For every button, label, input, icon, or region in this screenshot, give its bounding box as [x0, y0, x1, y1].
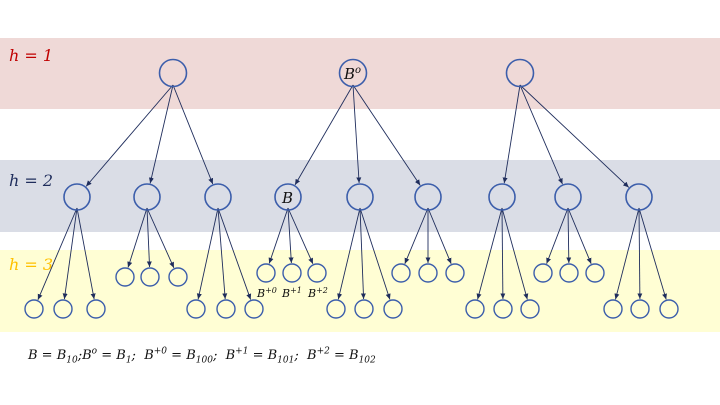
node-h3	[186, 299, 206, 319]
node-b10-child	[256, 263, 276, 283]
edge-h1-h2	[294, 84, 354, 186]
node-h1	[505, 58, 535, 88]
edge-h2-h3	[359, 207, 391, 300]
node-h3	[630, 299, 650, 319]
node-h2	[554, 183, 582, 211]
label-child-2: B+2	[307, 286, 328, 300]
node-b1	[338, 58, 368, 88]
edge-h2-h3	[146, 207, 175, 269]
node-h3	[383, 299, 403, 319]
edge-h2-h3	[638, 207, 667, 300]
edge-h2-h3	[567, 207, 592, 264]
node-h3	[24, 299, 44, 319]
node-h3	[115, 267, 135, 287]
edge-h2-h3	[500, 207, 506, 300]
node-h1	[158, 58, 188, 88]
tree-nodes	[24, 58, 679, 319]
label-b10: B	[281, 189, 293, 207]
band-h2	[0, 160, 720, 232]
node-h3	[53, 299, 73, 319]
edge-h2-h3	[546, 207, 569, 264]
band-h1	[0, 38, 720, 109]
legend-entry: B+1 = B101	[225, 347, 295, 366]
node-labels: BoB B+0 B+1 B+2	[256, 65, 361, 300]
tree-edges	[37, 84, 667, 300]
edge-h1-h2	[502, 84, 521, 184]
legend-entry: B = B10	[28, 348, 78, 366]
band-h3	[0, 250, 720, 332]
node-h3	[86, 299, 106, 319]
edge-h2-h3	[196, 207, 219, 300]
edge-h2-h3	[76, 207, 96, 300]
level-label-h3: h = 3	[9, 255, 54, 274]
edge-h1-h2	[519, 84, 630, 188]
edge-h2-h3	[268, 207, 289, 264]
node-h3	[465, 299, 485, 319]
level-label-h1: h = 1	[9, 46, 54, 65]
edge-h2-h3	[37, 207, 78, 300]
edge-h2-h3	[146, 207, 152, 268]
edge-h2-h3	[359, 207, 366, 300]
node-h3	[520, 299, 540, 319]
node-h3	[559, 263, 579, 283]
node-h2	[63, 183, 91, 211]
node-h3	[418, 263, 438, 283]
label-child-1: B+1	[281, 286, 302, 300]
edge-h1-h2	[85, 84, 174, 187]
legend-entry: B+2 = B102	[307, 347, 376, 366]
node-h3	[533, 263, 553, 283]
edge-h2-h3	[337, 207, 361, 300]
edge-h2-h3	[217, 207, 252, 300]
node-h3	[445, 263, 465, 283]
edge-h2-h3	[637, 207, 643, 300]
legend-entry: Bo = B1	[82, 347, 132, 366]
node-h3	[244, 299, 264, 319]
node-h3	[603, 299, 623, 319]
edge-h2-h3	[217, 207, 228, 300]
edge-h2-h3	[614, 207, 640, 300]
node-h2	[133, 183, 161, 211]
edge-h1-h2	[519, 84, 563, 185]
node-h3	[326, 299, 346, 319]
edge-h2-h3	[566, 207, 572, 264]
node-h3	[140, 267, 160, 287]
edge-h1-h2	[148, 84, 174, 184]
label-child-0: B+0	[256, 286, 277, 300]
node-b10	[274, 183, 302, 211]
edge-h2-h3	[501, 207, 529, 300]
level-label-h2: h = 2	[9, 171, 54, 190]
node-h3	[354, 299, 374, 319]
node-h2	[625, 183, 653, 211]
node-h3	[168, 267, 188, 287]
notation-legend: B = B10;Bo = B1; B+0 = B100; B+1 = B101;…	[28, 347, 376, 366]
legend-entry: B+0 = B100	[144, 347, 213, 366]
node-h3	[216, 299, 236, 319]
edge-h2-h3	[287, 207, 294, 264]
edge-h1-h2	[352, 84, 421, 186]
node-h3	[493, 299, 513, 319]
node-h3	[391, 263, 411, 283]
edge-h2-h3	[287, 207, 314, 265]
node-h3	[659, 299, 679, 319]
edge-h2-h3	[404, 207, 429, 264]
node-h3	[585, 263, 605, 283]
edge-h2-h3	[127, 207, 148, 268]
edge-h2-h3	[476, 207, 503, 300]
edge-h1-h2	[172, 84, 214, 185]
edge-h1-h2	[352, 84, 362, 184]
edge-h2-h3	[62, 207, 78, 300]
node-h2	[346, 183, 374, 211]
label-b1: Bo	[343, 65, 361, 83]
edge-h2-h3	[427, 207, 452, 264]
node-h2	[204, 183, 232, 211]
node-b10-child	[307, 263, 327, 283]
node-h2	[488, 183, 516, 211]
level-bands	[0, 38, 720, 332]
node-b10-child	[282, 263, 302, 283]
node-h2	[414, 183, 442, 211]
